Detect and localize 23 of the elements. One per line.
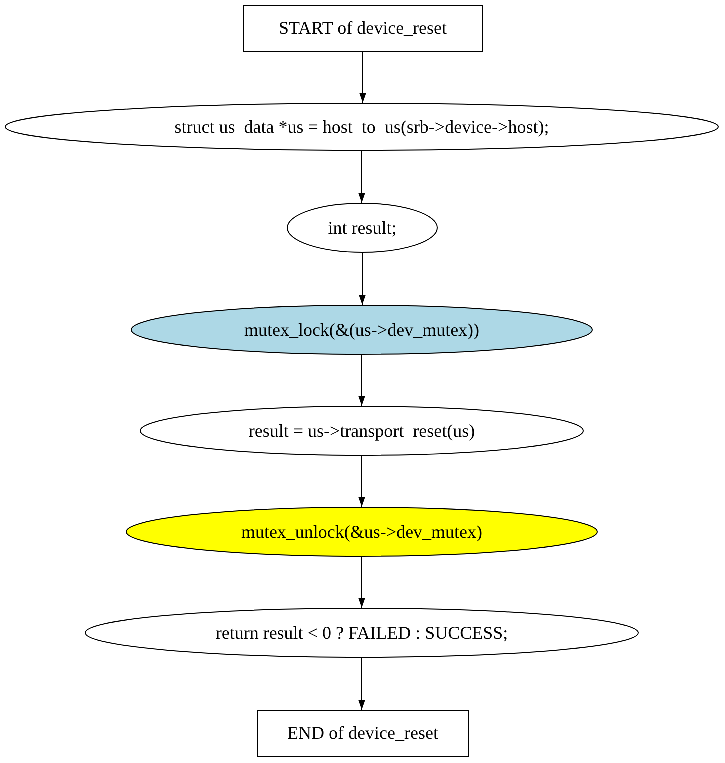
node-text: return result < 0 ? FAILED : SUCCESS; [216, 622, 508, 644]
arrow [359, 252, 366, 306]
statement-ellipse [287, 203, 438, 253]
arrow [358, 556, 366, 608]
node-text: int result; [328, 218, 397, 238]
node-text: START of device_reset [278, 18, 448, 39]
start-end-box [243, 5, 483, 52]
node-text: result = us->transport reset(us) [248, 420, 476, 442]
arrow [358, 658, 366, 710]
node-text: END of device_reset [288, 723, 438, 744]
arrow [358, 150, 366, 204]
start-end-box [257, 710, 469, 757]
statement-ellipse [5, 103, 719, 151]
node-text: struct us data *us = host to us(srb->device->host); [174, 116, 550, 138]
statement-ellipse [126, 507, 598, 557]
arrow [360, 52, 366, 104]
node-text: mutex_unlock(&us->dev_mutex) [241, 522, 483, 542]
arrow [358, 354, 366, 406]
statement-ellipse [85, 608, 639, 658]
node-text: mutex_lock(&(us->dev_mutex)) [244, 320, 480, 340]
statement-ellipse [131, 305, 593, 355]
arrow [358, 456, 366, 508]
statement-ellipse [140, 406, 584, 456]
